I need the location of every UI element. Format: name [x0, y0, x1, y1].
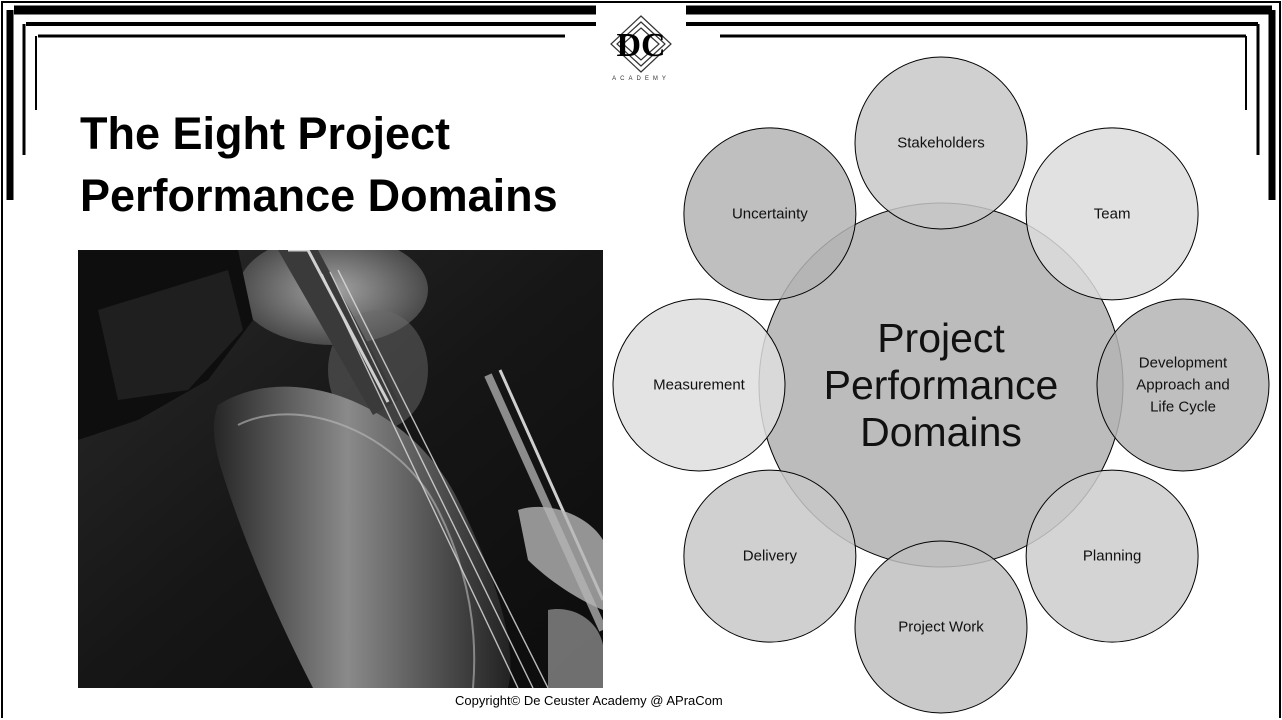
domain-circle: [854, 540, 1028, 714]
logo-subtitle: ACADEMY: [612, 76, 670, 82]
domain-label-development-approach-and-life-cycle-line-2: Approach and: [1136, 377, 1229, 394]
domain-circle: [1025, 127, 1199, 301]
domain-node-delivery: Delivery: [683, 469, 857, 643]
domain-node-team: Team: [1025, 127, 1199, 301]
domain-label-uncertainty: Uncertainty: [732, 205, 808, 222]
domain-label-planning: Planning: [1083, 548, 1141, 565]
domain-label-project-work: Project Work: [898, 619, 984, 636]
domain-circle: [1025, 469, 1199, 643]
title-line-1: The Eight Project: [80, 108, 451, 159]
svg-text:DC: DC: [616, 27, 665, 64]
center-label-line-3: Domains: [860, 409, 1022, 455]
domain-label-stakeholders: Stakeholders: [897, 135, 985, 152]
dc-academy-logo-icon: DC: [610, 15, 672, 73]
domain-node-stakeholders: Stakeholders: [854, 56, 1028, 230]
title-line-2: Performance Domains: [80, 170, 558, 221]
domain-label-team: Team: [1094, 205, 1131, 222]
copyright-text: Copyright© De Ceuster Academy @ APraCom: [455, 693, 723, 708]
domain-node-planning: Planning: [1025, 469, 1199, 643]
logo: DC ACADEMY: [596, 12, 686, 88]
domain-label-delivery: Delivery: [743, 548, 798, 565]
center-label-line-2: Performance: [824, 362, 1059, 408]
domain-circle: [612, 298, 786, 472]
domain-node-uncertainty: Uncertainty: [683, 127, 857, 301]
cello-player-photo: [78, 250, 603, 688]
domain-label-development-approach-and-life-cycle-line-3: Life Cycle: [1150, 399, 1216, 416]
domain-label-development-approach-and-life-cycle-line-1: Development: [1139, 355, 1228, 372]
center-label-line-1: Project: [877, 315, 1005, 361]
domain-node-measurement: Measurement: [612, 298, 786, 472]
slide-title: The Eight Project Performance Domains: [80, 103, 700, 227]
domain-circle: [854, 56, 1028, 230]
domain-circle: [683, 469, 857, 643]
domain-label-measurement: Measurement: [653, 377, 746, 394]
domain-circle: [1096, 298, 1270, 472]
domain-circle: [683, 127, 857, 301]
performance-domains-diagram: ProjectPerformanceDomainsStakeholdersTea…: [612, 56, 1270, 714]
domain-node-project-work: Project Work: [854, 540, 1028, 714]
